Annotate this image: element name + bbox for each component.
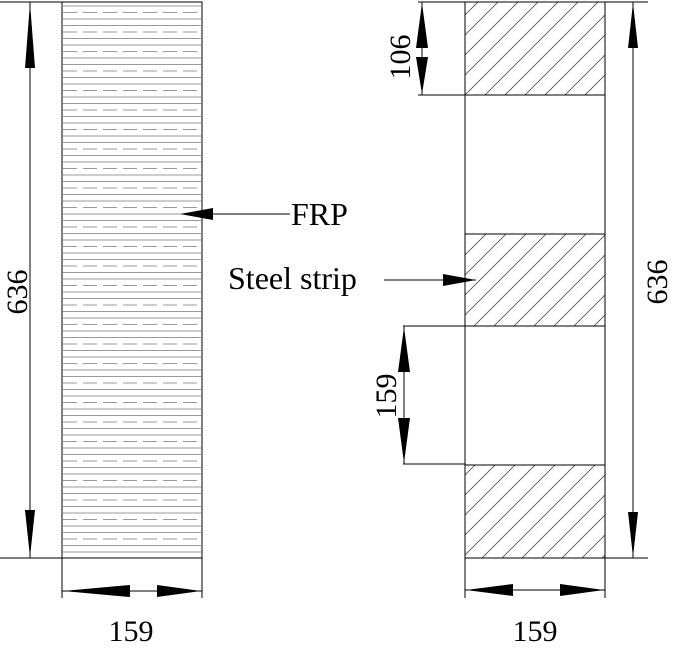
left-width-label: 159 — [109, 615, 154, 648]
right-height-dimension: 636 — [605, 1, 674, 559]
arrow-left-icon — [466, 584, 513, 596]
right-width-dimension: 159 — [464, 558, 606, 648]
frp-leader: FRP — [180, 196, 348, 232]
arrow-down-icon — [628, 512, 638, 557]
arrow-right-icon — [157, 585, 201, 597]
steel-strip-leader: Steel strip — [228, 260, 476, 296]
arrow-left-icon — [180, 208, 213, 220]
steel-column — [464, 1, 606, 559]
frp-column-outline — [61, 1, 203, 559]
steel-strip-middle — [464, 233, 606, 327]
arrow-right-icon — [560, 584, 604, 596]
right-height-label: 636 — [641, 260, 674, 305]
gap-label: 159 — [370, 374, 403, 419]
frp-hatching — [63, 5, 201, 553]
frp-column — [61, 1, 203, 559]
arrow-down-icon — [416, 57, 428, 94]
arrow-down-icon — [25, 510, 35, 557]
arrow-left-icon — [63, 585, 130, 597]
steel-strip-top — [464, 1, 606, 96]
arrow-up-icon — [416, 3, 428, 48]
gap-dimension: 159 — [370, 325, 465, 465]
top-strip-label: 106 — [384, 35, 417, 80]
arrow-up-icon — [398, 327, 410, 372]
left-height-label: 636 — [1, 270, 34, 315]
arrow-right-icon — [443, 274, 476, 286]
steel-strip-bottom — [464, 464, 606, 559]
steel-strip-label: Steel strip — [228, 260, 357, 296]
arrow-up-icon — [25, 3, 35, 68]
top-strip-dimension: 106 — [384, 1, 465, 96]
right-width-label: 159 — [513, 615, 558, 648]
arrow-up-icon — [628, 3, 638, 48]
left-height-dimension: 636 — [0, 1, 62, 559]
arrow-down-icon — [398, 418, 410, 463]
frp-label: FRP — [291, 196, 348, 232]
left-width-dimension: 159 — [61, 558, 203, 648]
